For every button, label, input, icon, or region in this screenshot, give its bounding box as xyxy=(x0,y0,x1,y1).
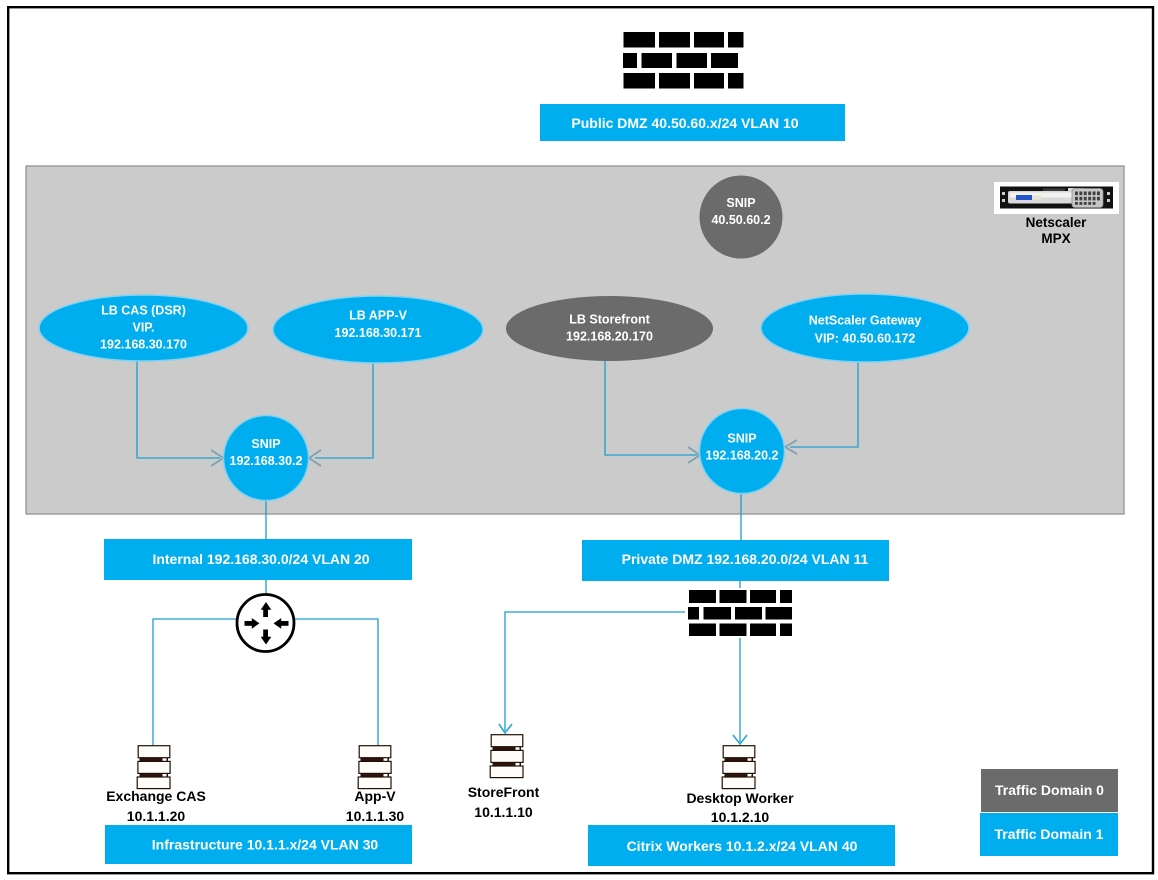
svg-text:Private DMZ 192.168.20.0/24 VL: Private DMZ 192.168.20.0/24 VLAN 11 xyxy=(622,551,869,567)
svg-text:Traffic Domain 1: Traffic Domain 1 xyxy=(995,826,1104,842)
svg-text:SNIP: SNIP xyxy=(727,432,756,446)
svg-text:Netscaler: Netscaler xyxy=(1026,215,1088,230)
svg-text:Public DMZ 40.50.60.x/24 VLAN: Public DMZ 40.50.60.x/24 VLAN 10 xyxy=(571,115,798,131)
svg-text:SNIP: SNIP xyxy=(726,196,755,210)
svg-text:SNIP: SNIP xyxy=(251,437,280,451)
svg-text:Traffic Domain 0: Traffic Domain 0 xyxy=(995,782,1104,798)
svg-text:192.168.30.170: 192.168.30.170 xyxy=(100,338,187,352)
svg-text:Citrix Workers 10.1.2.x/24 VLA: Citrix Workers 10.1.2.x/24 VLAN 40 xyxy=(627,838,858,854)
svg-text:Internal 192.168.30.0/24 VLAN: Internal 192.168.30.0/24 VLAN 20 xyxy=(152,551,369,567)
svg-text:10.1.1.20: 10.1.1.20 xyxy=(127,808,186,824)
svg-text:10.1.1.10: 10.1.1.10 xyxy=(474,804,533,820)
svg-text:40.50.60.2: 40.50.60.2 xyxy=(711,213,770,227)
svg-text:App-V: App-V xyxy=(354,788,396,804)
svg-text:192.168.30.2: 192.168.30.2 xyxy=(230,454,303,468)
svg-text:192.168.20.2: 192.168.20.2 xyxy=(706,449,779,463)
svg-text:10.1.2.10: 10.1.2.10 xyxy=(711,809,770,825)
svg-text:192.168.30.171: 192.168.30.171 xyxy=(335,326,422,340)
svg-text:LB APP-V: LB APP-V xyxy=(349,309,408,323)
svg-text:VIP.: VIP. xyxy=(132,321,154,335)
svg-text:Exchange CAS: Exchange CAS xyxy=(106,788,206,804)
svg-text:MPX: MPX xyxy=(1041,231,1070,246)
svg-text:VIP: 40.50.60.172: VIP: 40.50.60.172 xyxy=(815,332,916,346)
svg-text:Desktop Worker: Desktop Worker xyxy=(686,790,794,806)
svg-text:192.168.20.170: 192.168.20.170 xyxy=(566,330,653,344)
svg-text:Infrastructure 10.1.1.x/24 VLA: Infrastructure 10.1.1.x/24 VLAN 30 xyxy=(152,837,379,853)
svg-text:LB CAS (DSR): LB CAS (DSR) xyxy=(101,304,186,318)
svg-text:StoreFront: StoreFront xyxy=(468,784,540,800)
svg-text:NetScaler Gateway: NetScaler Gateway xyxy=(809,314,922,328)
svg-text:LB Storefront: LB Storefront xyxy=(569,313,650,327)
svg-text:10.1.1.30: 10.1.1.30 xyxy=(346,808,405,824)
